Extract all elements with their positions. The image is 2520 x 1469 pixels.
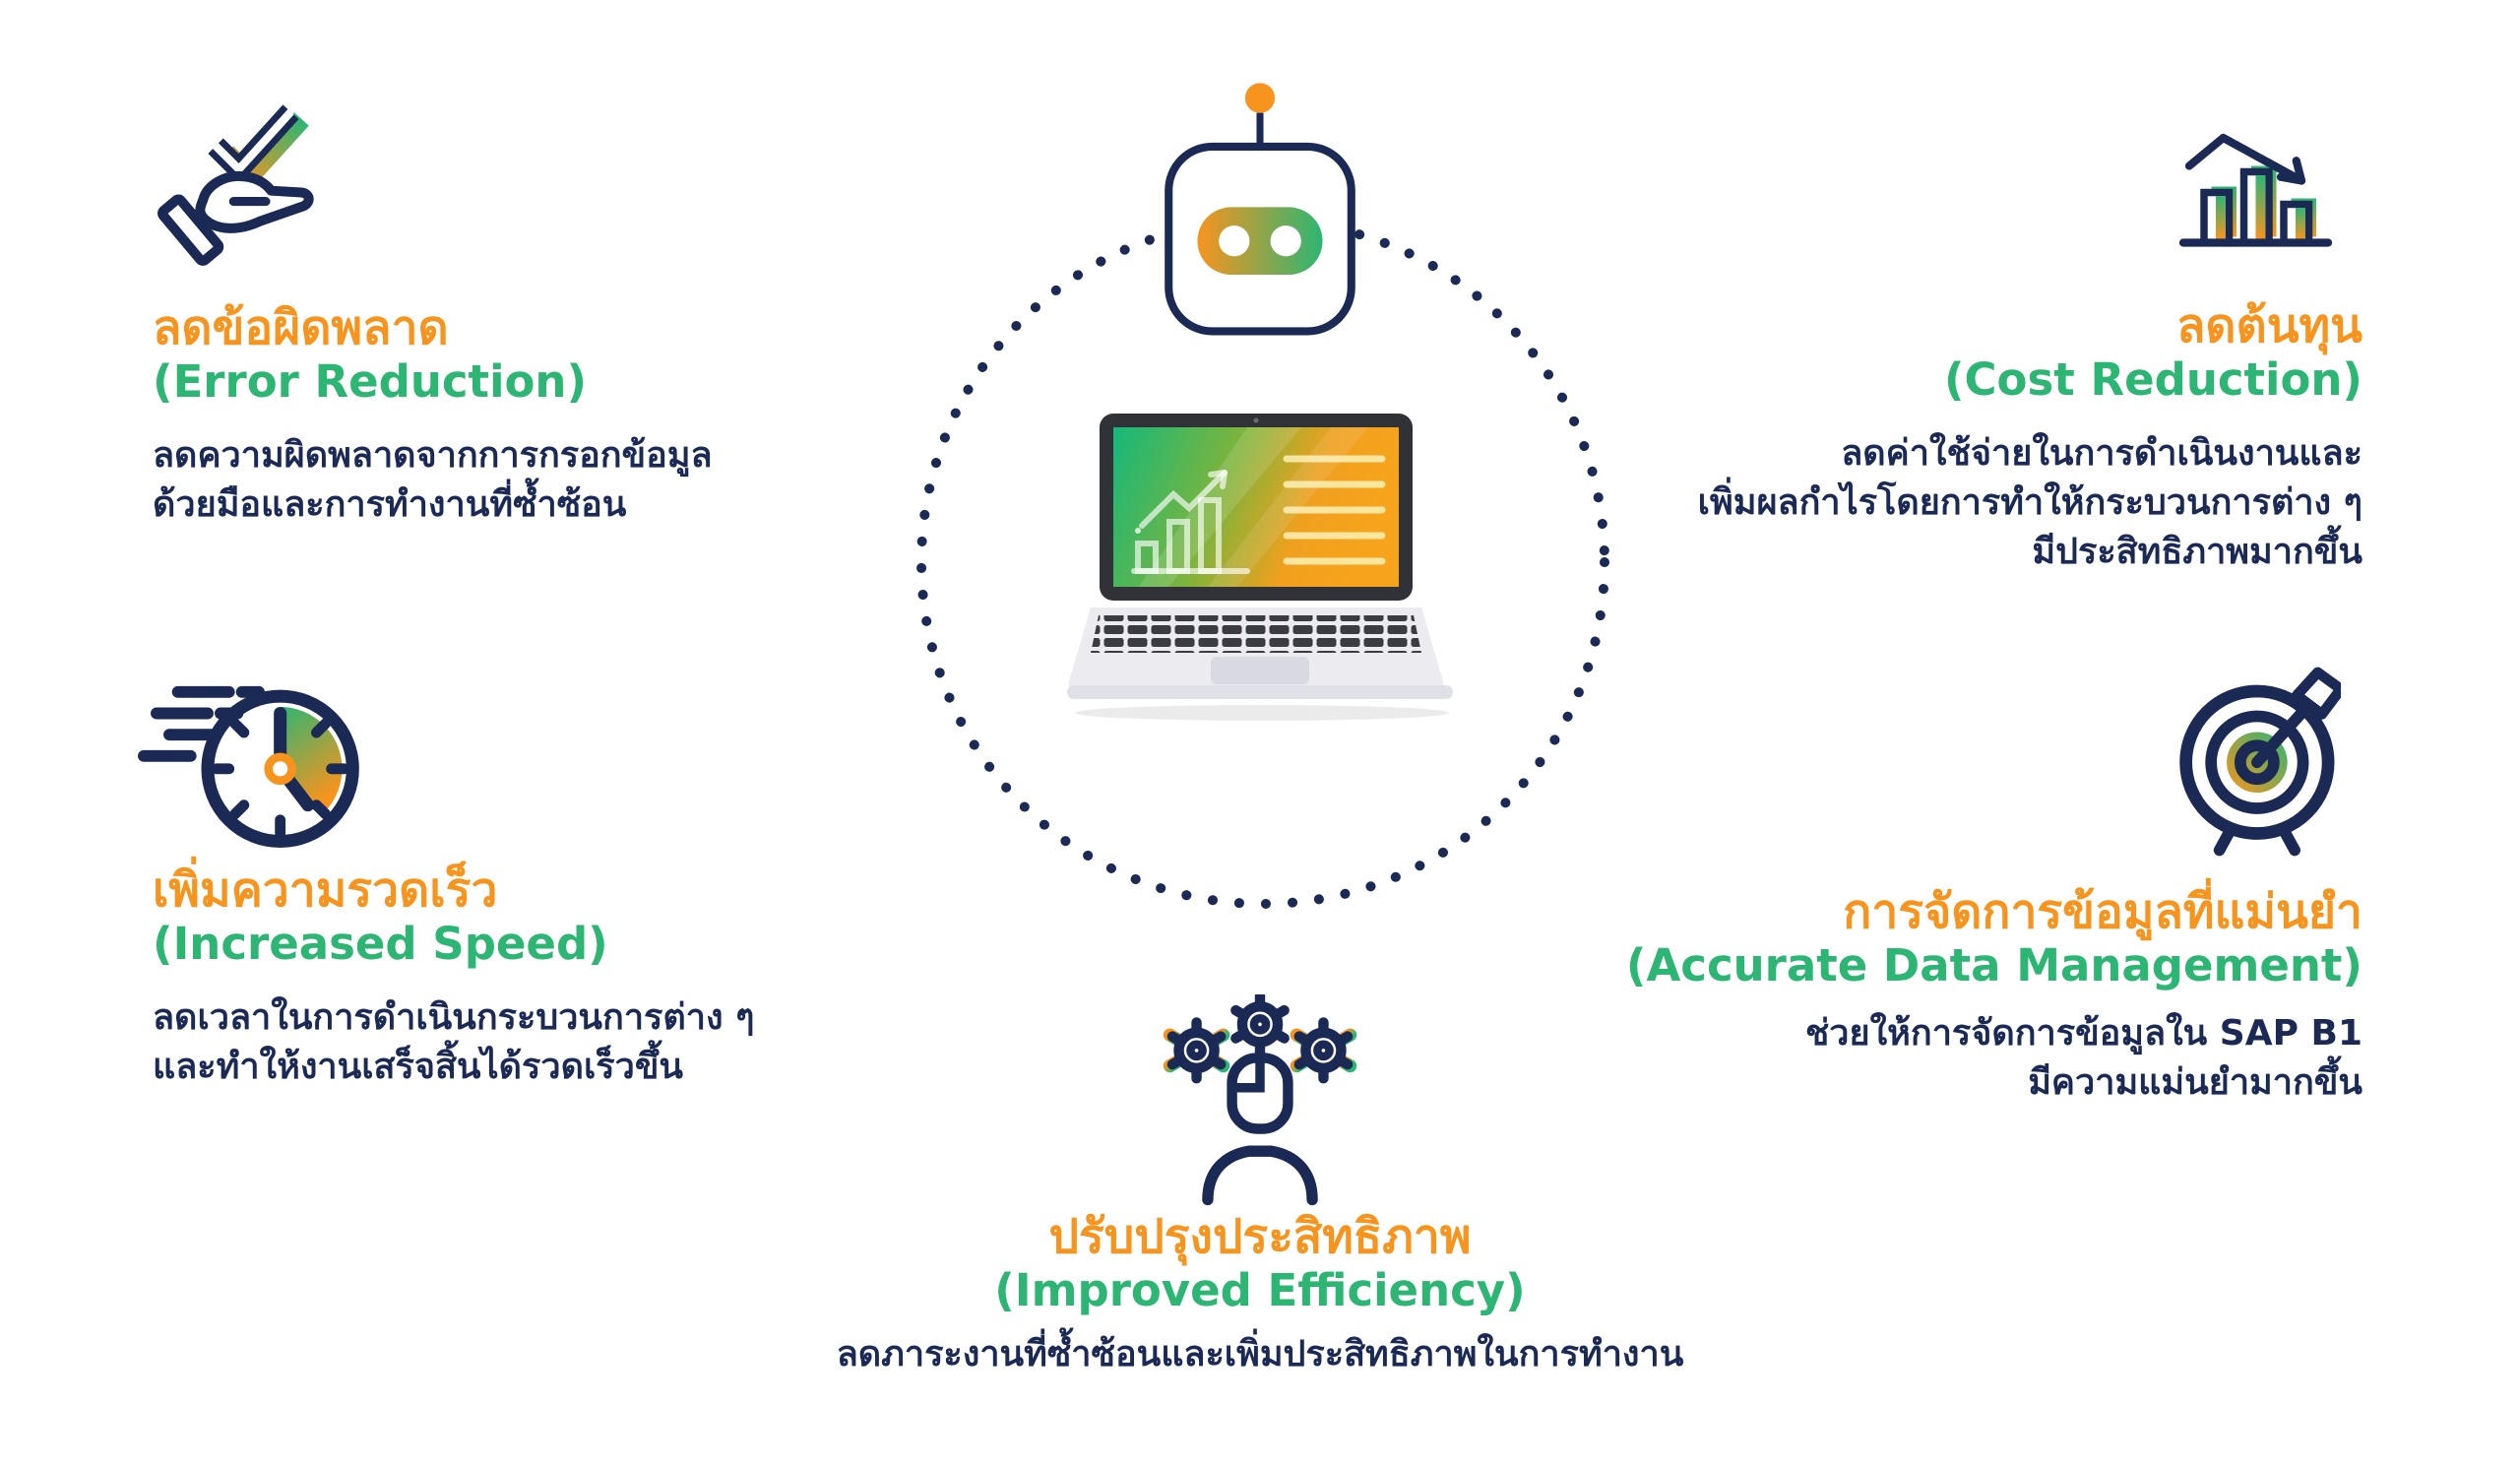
section-accurate-data-management: การจัดการข้อมูลที่แม่นยำ (Accurate Data … [1626,884,2362,1108]
declining-bar-chart-icon [2174,126,2337,259]
section-cost-reduction: ลดต้นทุน (Cost Reduction) ลดค่าใช้จ่ายใน… [1698,298,2362,577]
target-arrow-icon [2177,658,2341,859]
body-line: ลดเวลาในการดำเนินกระบวนการต่าง ๆ [153,996,755,1038]
increased-speed-body: ลดเวลาในการดำเนินกระบวนการต่าง ๆ และทำให… [153,993,754,1092]
accurate-data-body: ช่วยให้การจัดการข้อมูลใน SAP B1 มีความแม… [1626,1009,2362,1108]
section-improved-efficiency: ปรับปรุงประสิทธิภาพ (Improved Efficiency… [0,1209,2520,1379]
body-line: ลดภาระงานที่ซ้ำซ้อนและเพิ่มประสิทธิภาพใน… [836,1333,1684,1374]
improved-efficiency-body: ลดภาระงานที่ซ้ำซ้อนและเพิ่มประสิทธิภาพใน… [0,1330,2520,1379]
body-line: ลดค่าใช้จ่ายในการดำเนินงานและ [1841,432,2362,474]
section-error-reduction: ลดข้อผิดพลาด (Error Reduction) ลดความผิด… [153,300,713,530]
accurate-data-title-en: (Accurate Data Management) [1625,938,2362,991]
laptop-illustration [1055,406,1469,740]
body-line: ลดความผิดพลาดจากการกรอกข้อมูล [153,434,713,476]
body-line: มีความแม่นยำมากขึ้น [2028,1061,2362,1103]
robot-head-icon [1141,68,1379,366]
error-reduction-title-en: (Error Reduction) [153,354,588,408]
hand-checkmark-icon [148,89,345,277]
error-reduction-body: ลดความผิดพลาดจากการกรอกข้อมูล ด้วยมือและ… [153,431,713,530]
accurate-data-title-th: การจัดการข้อมูลที่แม่นยำ [1843,884,2362,939]
error-reduction-title-th: ลดข้อผิดพลาด [153,300,449,355]
body-line: และทำให้งานเสร็จสิ้นได้รวดเร็วขึ้น [153,1046,684,1087]
section-increased-speed: เพิ่มความรวดเร็ว (Increased Speed) ลดเวล… [153,862,754,1092]
speed-clock-icon [131,658,387,871]
body-line: เพิ่มผลกำไรโดยการทำให้กระบวนการต่าง ๆ [1697,481,2362,523]
improved-efficiency-title-en: (Improved Efficiency) [994,1263,1526,1316]
increased-speed-title-th: เพิ่มความรวดเร็ว [153,862,498,918]
cost-reduction-body: ลดค่าใช้จ่ายในการดำเนินงานและ เพิ่มผลกำไ… [1698,429,2362,577]
cost-reduction-title-th: ลดต้นทุน [2175,298,2362,353]
body-line: ด้วยมือและการทำงานที่ซ้ำซ้อน [153,483,627,525]
person-gears-icon [1148,994,1372,1209]
increased-speed-title-en: (Increased Speed) [153,917,608,970]
improved-efficiency-title-th: ปรับปรุงประสิทธิภาพ [1048,1209,1472,1264]
body-line: ช่วยให้การจัดการข้อมูลใน SAP B1 [1804,1012,2362,1054]
body-line: มีประสิทธิภาพมากขึ้น [2032,531,2362,572]
cost-reduction-title-en: (Cost Reduction) [1943,352,2362,406]
